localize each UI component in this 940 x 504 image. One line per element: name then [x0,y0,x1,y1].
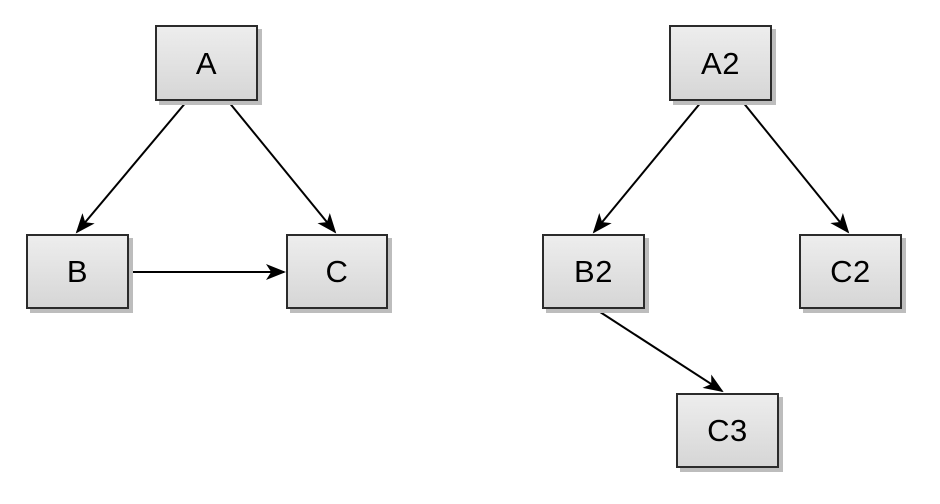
node-label: B [66,254,89,289]
node-label: A2 [701,45,740,81]
edge-a2-to-c2 [741,100,850,234]
node-a2[interactable]: A2 [669,25,772,101]
node-a[interactable]: A [155,25,258,101]
node-label: C3 [707,413,748,448]
node-label: C2 [830,254,871,289]
node-label: B2 [574,254,613,289]
node-b[interactable]: B [26,234,129,309]
node-c[interactable]: C [286,234,388,309]
edge-b2-to-c3 [596,309,724,393]
node-label: C [325,254,349,289]
node-c3[interactable]: C3 [676,393,779,468]
node-label: A [195,45,218,81]
node-c2[interactable]: C2 [799,234,902,309]
edge-a-to-b [75,100,188,234]
node-b2[interactable]: B2 [542,234,645,309]
edge-a-to-c [227,100,337,234]
edge-a2-to-b2 [592,100,703,234]
edge-group [75,100,850,393]
